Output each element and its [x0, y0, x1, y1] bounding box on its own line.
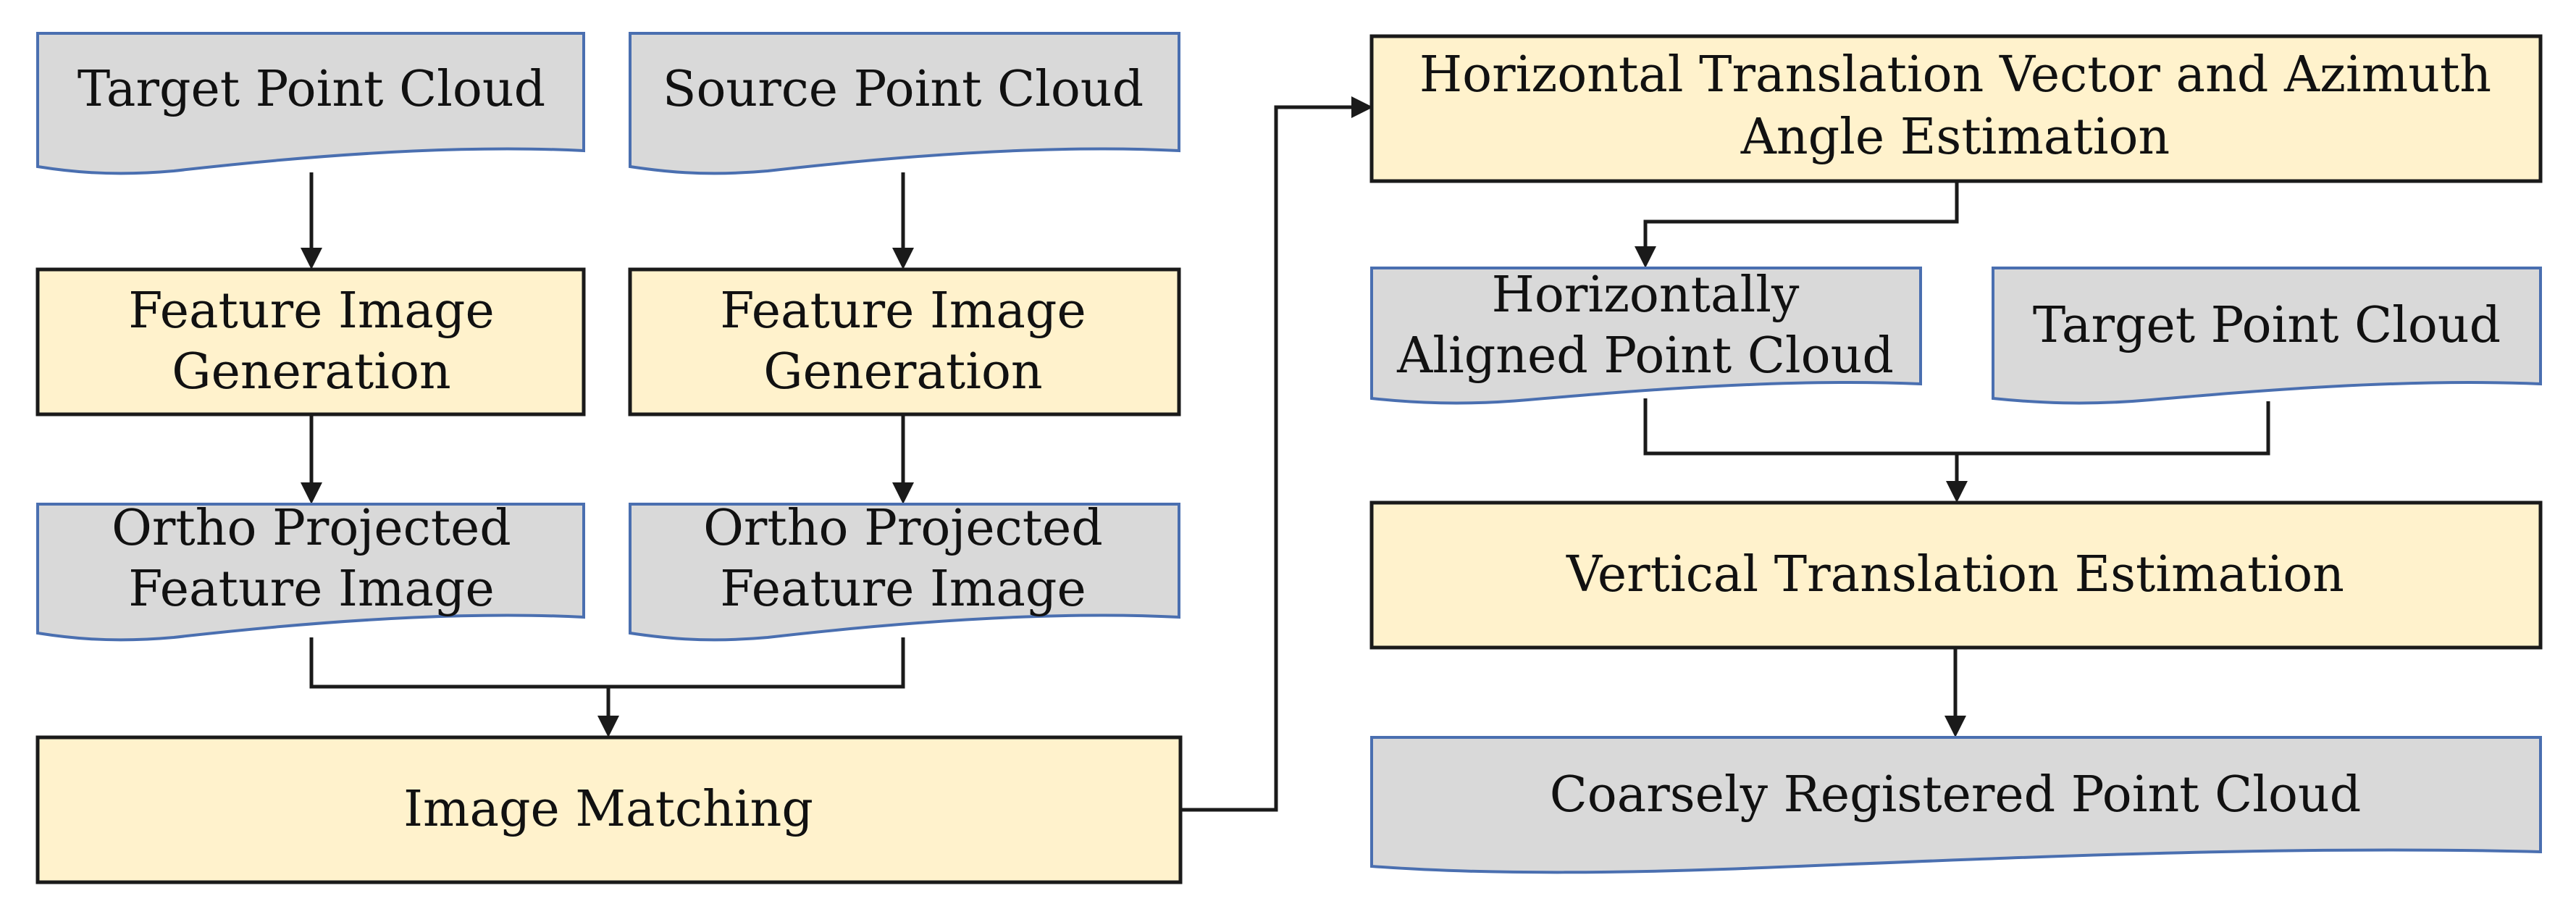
target-point-cloud-2-shape [1992, 267, 2542, 405]
ortho-2-label-line1: Ortho Projected [703, 500, 1103, 557]
arrowhead-horizontal [1351, 96, 1373, 118]
arrow-image-matching-to-horizontal [1180, 105, 1362, 812]
ortho-2-label-line2: Feature Image [720, 561, 1086, 618]
aligned-cloud-label-line2: Aligned Point Cloud [1396, 327, 1894, 385]
image-matching-shape [35, 735, 1183, 884]
arrowheads [301, 96, 1968, 737]
data-shapes [36, 32, 2542, 874]
arrowhead-ortho-1 [301, 482, 322, 504]
arrow-horizontal-to-aligned-cloud [1643, 181, 1959, 262]
target-point-cloud-1-label: Target Point Cloud [77, 61, 545, 118]
arrowhead-coarse [1944, 716, 1966, 737]
arrowhead-image-matching [597, 716, 619, 737]
feature-gen-2-shape [628, 267, 1181, 416]
feature-gen-1-label-line2: Generation [172, 343, 450, 401]
connector-clouds-merge [1643, 398, 2270, 456]
ortho-1-label-line2: Feature Image [128, 561, 494, 618]
arrowhead-aligned-cloud [1635, 246, 1656, 268]
ortho-1-label-line1: Ortho Projected [112, 500, 511, 557]
source-point-cloud-shape [629, 32, 1180, 175]
vertical-estimation-label: Vertical Translation Estimation [1566, 546, 2344, 603]
horizontally-aligned-cloud-shape [1370, 267, 1922, 405]
arrowhead-ortho-2 [892, 482, 914, 504]
arrowhead-featuregen-1 [301, 248, 322, 269]
feature-gen-2-label-line2: Generation [763, 343, 1042, 401]
feature-gen-1-label-line1: Feature Image [128, 282, 494, 340]
labels: Target Point Cloud Source Point Cloud Fe… [77, 46, 2501, 838]
vertical-estimation-shape [1369, 501, 2543, 650]
source-point-cloud-label: Source Point Cloud [663, 61, 1144, 118]
coarsely-registered-shape [1370, 736, 2542, 874]
target-point-cloud-2-label: Target Point Cloud [2033, 297, 2501, 354]
target-point-cloud-1-shape [36, 32, 585, 175]
horizontal-estimation-label-line2: Angle Estimation [1740, 109, 2170, 166]
aligned-cloud-label-line1: Horizontally [1492, 267, 1800, 324]
arrowhead-featuregen-2 [892, 248, 914, 269]
ortho-1-shape [36, 503, 585, 642]
ortho-2-shape [629, 503, 1180, 642]
horizontal-estimation-label-line1: Horizontal Translation Vector and Azimut… [1419, 46, 2491, 104]
feature-gen-1-shape [35, 267, 586, 416]
image-matching-label: Image Matching [403, 781, 813, 838]
feature-gen-2-label-line1: Feature Image [720, 282, 1086, 340]
connectors [309, 105, 2270, 812]
connector-ortho-merge [309, 637, 905, 689]
coarsely-registered-label: Coarsely Registered Point Cloud [1550, 766, 2361, 824]
process-shapes [35, 34, 2543, 884]
arrowhead-vertical [1946, 481, 1968, 503]
horizontal-estimation-shape [1369, 34, 2543, 183]
